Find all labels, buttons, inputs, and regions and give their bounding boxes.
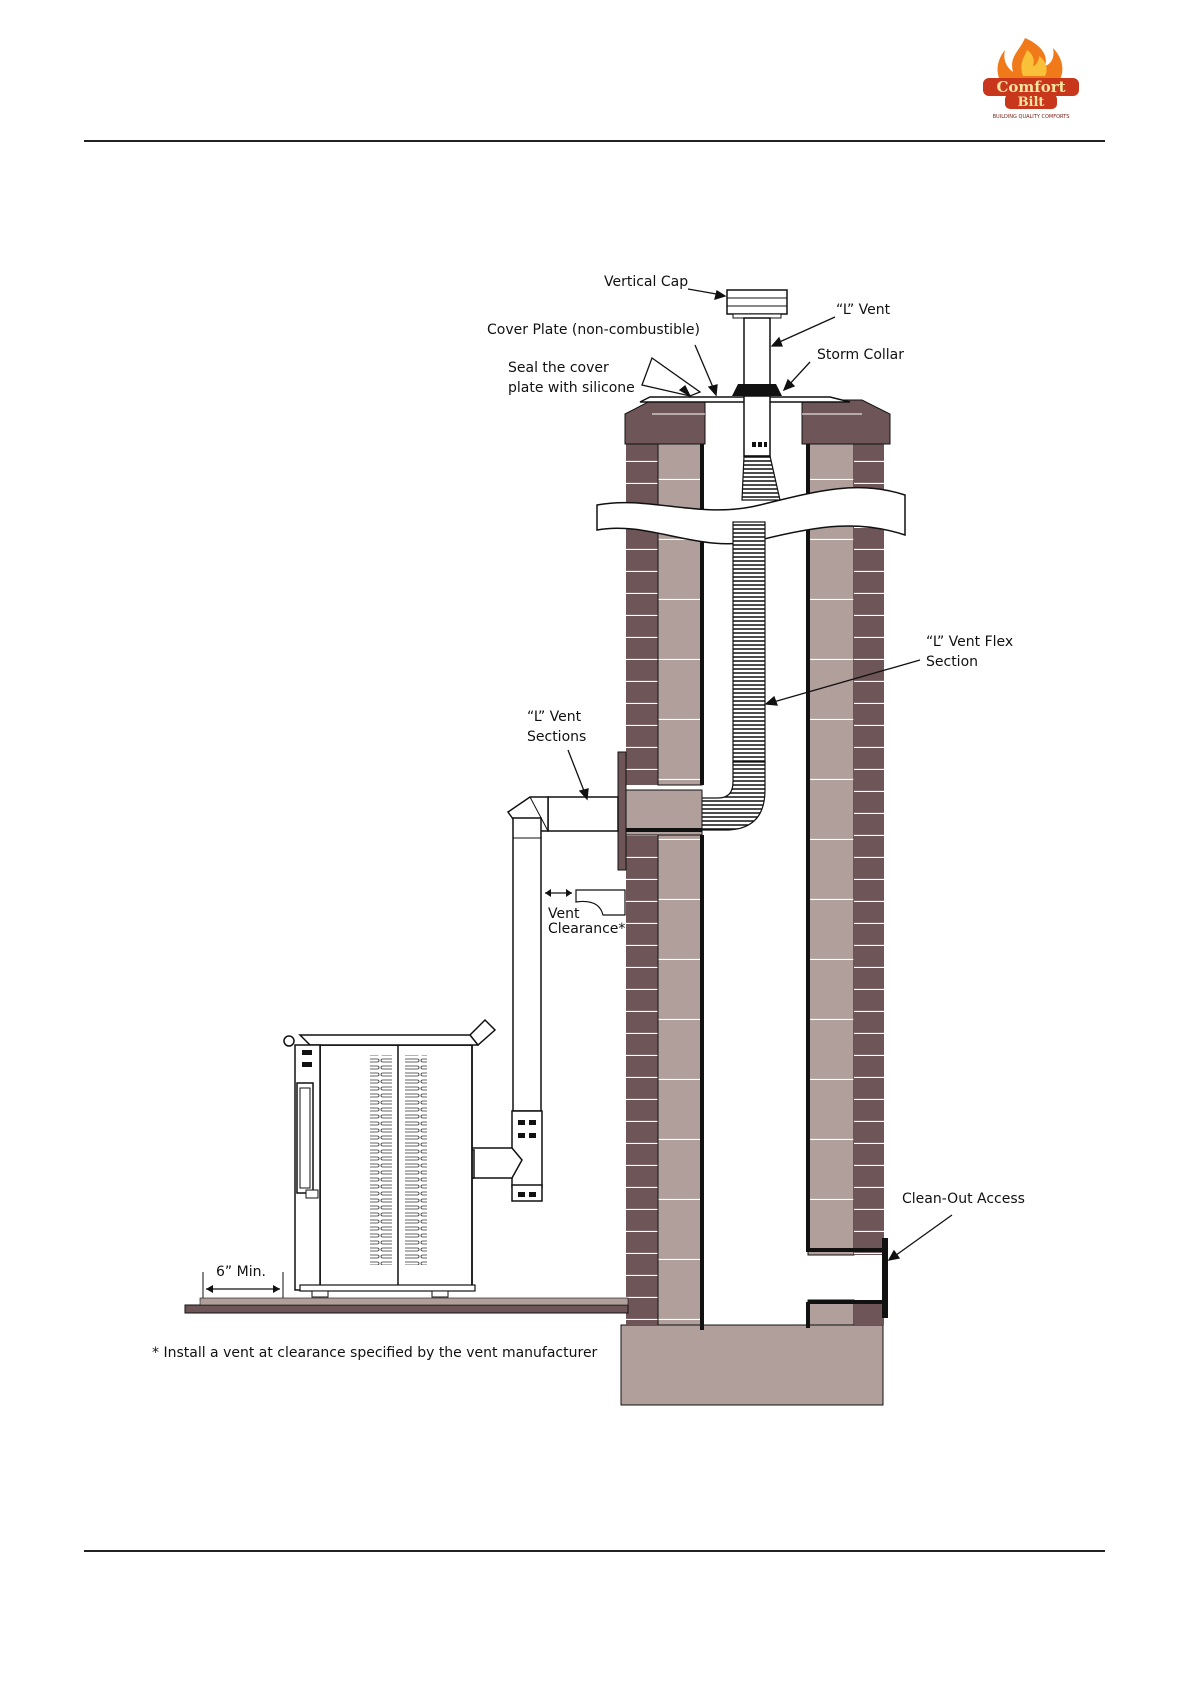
crown-left xyxy=(625,400,705,444)
foundation xyxy=(621,1325,883,1405)
l-vent-pipe-top xyxy=(744,318,770,388)
l-vent-vertical-section xyxy=(513,818,541,1111)
footnote: * Install a vent at clearance specified … xyxy=(152,1345,598,1361)
label-sections-line1: “L” Vent xyxy=(527,709,582,725)
label-l-vent: “L” Vent xyxy=(836,302,891,318)
label-clearance-line2: Clearance* xyxy=(548,921,625,937)
label-flex-line2: Section xyxy=(926,654,978,670)
label-cover-plate: Cover Plate (non-combustible) xyxy=(487,322,700,338)
label-clean-out: Clean-Out Access xyxy=(902,1191,1025,1207)
label-sections-line2: Sections xyxy=(527,729,586,745)
label-storm-collar: Storm Collar xyxy=(817,347,904,363)
l-vent-horizontal xyxy=(548,797,618,831)
left-wall-outer-upper xyxy=(626,440,658,785)
clean-out-door xyxy=(882,1238,888,1318)
label-six-min: 6” Min. xyxy=(216,1264,266,1280)
vertical-cap xyxy=(727,290,787,314)
label-seal-line2: plate with silicone xyxy=(508,380,635,396)
label-seal-line1: Seal the cover xyxy=(508,360,609,376)
label-vertical-cap: Vertical Cap xyxy=(604,274,688,290)
l-vent-flex-section xyxy=(733,522,765,762)
l-vent-tee xyxy=(512,1111,542,1187)
label-clearance-line1: Vent xyxy=(548,906,580,922)
left-wall-outer-lower xyxy=(626,835,658,1325)
right-wall-outer xyxy=(854,440,884,1255)
left-wall-inner-upper xyxy=(658,440,702,785)
pellet-stove xyxy=(284,1020,495,1297)
crown-right xyxy=(802,400,890,444)
label-flex-line1: “L” Vent Flex xyxy=(926,634,1013,650)
left-wall-inner-lower xyxy=(658,835,702,1325)
storm-collar xyxy=(732,384,782,396)
wall-thimble-plate xyxy=(618,752,626,870)
right-wall-inner xyxy=(808,440,854,1255)
hearth-floor xyxy=(185,1305,628,1313)
